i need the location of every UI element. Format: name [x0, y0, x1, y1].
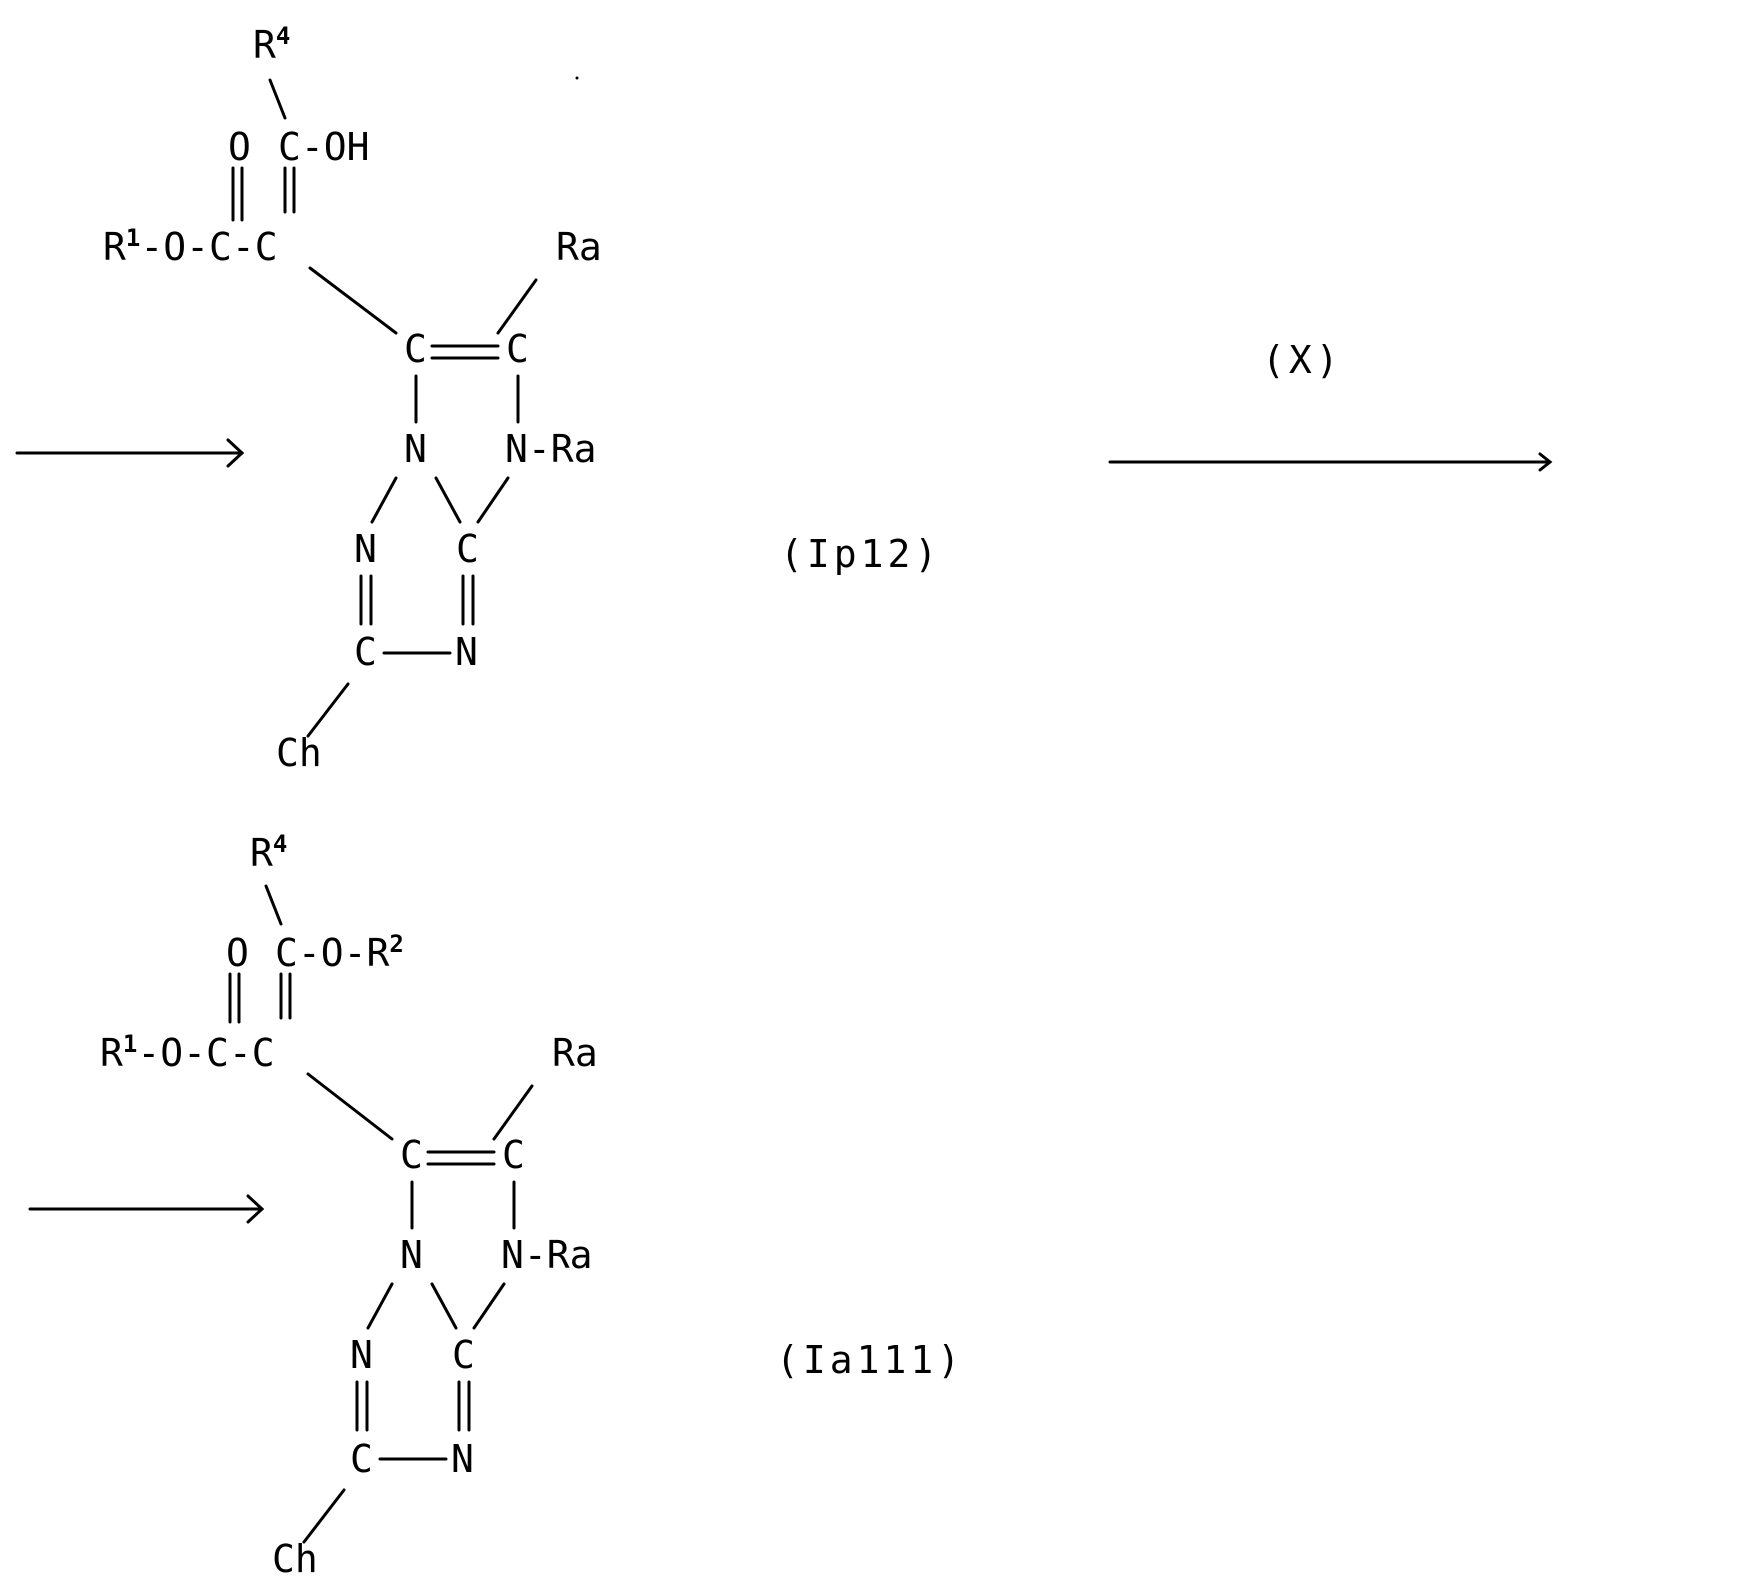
enol-carbon-label: C-OH	[278, 125, 370, 169]
reagent-arrow: (X)	[1110, 338, 1550, 470]
incoming-arrow-2	[30, 1196, 262, 1222]
ring-carbon-right-label: C	[506, 327, 529, 371]
structure-ip12: R4 O C-OH R1-O-C-C Ra C C N N-Ra N C C N…	[17, 22, 941, 775]
ring-nitrogen-center-label: N	[400, 1233, 423, 1277]
triazole-carbon-right-label: C	[452, 1333, 475, 1377]
triazole-carbon-bottom-label: C	[350, 1437, 373, 1481]
bonds-ia111	[230, 886, 532, 1542]
ring-nitrogen-ra-label: N-Ra	[505, 427, 597, 471]
compound-label-ip12: (Ip12)	[780, 532, 941, 576]
bonds-ip12	[233, 80, 536, 736]
triazole-carbon-bottom-label: C	[354, 630, 377, 674]
ester-group-label: R1-O-C-C	[100, 1030, 275, 1075]
ra-top-label: Ra	[552, 1031, 598, 1075]
reagent-label: (X)	[1262, 338, 1343, 382]
scan-speck	[576, 77, 579, 80]
ring-carbon-right-label: C	[502, 1133, 525, 1177]
triazole-carbon-right-label: C	[456, 527, 479, 571]
triazole-nitrogen-bottom-label: N	[455, 630, 478, 674]
ring-carbon-left-label: C	[404, 327, 427, 371]
ch-label: Ch	[276, 731, 322, 775]
r4-label: R4	[250, 830, 287, 875]
triazole-nitrogen-left-label: N	[354, 527, 377, 571]
structure-ia111: R4 O C-O-R2 R1-O-C-C Ra C C N N-Ra N C C…	[30, 830, 964, 1581]
r4-label: R4	[253, 22, 290, 67]
ch-label: Ch	[272, 1537, 318, 1581]
ester-group-label: R1-O-C-C	[103, 224, 278, 269]
ring-nitrogen-ra-label: N-Ra	[501, 1233, 593, 1277]
carbonyl-oxygen-label: O	[226, 931, 249, 975]
triazole-nitrogen-bottom-label: N	[451, 1437, 474, 1481]
carbonyl-oxygen-label: O	[228, 125, 251, 169]
ring-nitrogen-center-label: N	[404, 427, 427, 471]
triazole-nitrogen-left-label: N	[350, 1333, 373, 1377]
compound-label-ia111: (Ia111)	[776, 1338, 964, 1382]
ether-carbon-label: C-O-R2	[275, 930, 404, 975]
ra-top-label: Ra	[556, 225, 602, 269]
incoming-arrow-1	[17, 440, 242, 466]
ring-carbon-left-label: C	[400, 1133, 423, 1177]
